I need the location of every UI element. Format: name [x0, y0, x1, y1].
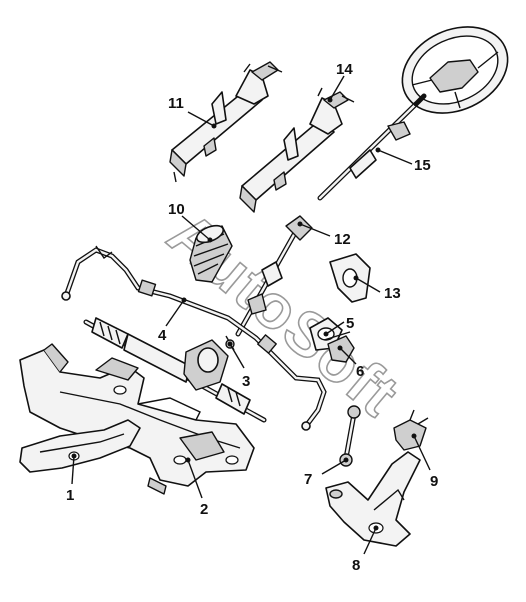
- callout-labels: 1 2 3 4 5 6 7 8 9 10 11 12 13 14 15: [66, 61, 438, 574]
- callout-8: 8: [352, 557, 360, 574]
- lower-control-arm: [325, 451, 421, 547]
- callout-10: 10: [168, 201, 185, 218]
- callout-11: 11: [168, 95, 184, 112]
- steering-wheel: [401, 26, 509, 114]
- callout-1: 1: [66, 487, 74, 504]
- steering-column-left: [169, 61, 283, 183]
- steering-column-right: [239, 87, 355, 213]
- watermark-text: AutoSoft: [155, 199, 412, 430]
- column-bracket: [329, 253, 371, 303]
- callout-3: 3: [242, 373, 250, 390]
- callout-6: 6: [356, 363, 364, 380]
- ball-joint: [393, 409, 429, 451]
- callout-dots: [71, 97, 417, 531]
- callout-7: 7: [304, 471, 312, 488]
- callout-2: 2: [200, 501, 208, 518]
- callout-14: 14: [336, 61, 353, 78]
- watermark: AutoSoft: [154, 198, 413, 431]
- callout-13: 13: [384, 285, 401, 302]
- stabilizer-bar: [61, 245, 327, 431]
- callout-4: 4: [158, 327, 167, 344]
- intermediate-shaft: [235, 215, 313, 337]
- steering-shaft: [317, 93, 427, 201]
- front-crossmember: [19, 343, 255, 495]
- steering-gear: [83, 317, 267, 423]
- callout-5: 5: [346, 315, 354, 332]
- stabilizer-link: [339, 405, 361, 467]
- callout-12: 12: [334, 231, 351, 248]
- front-reinforcement: [19, 419, 141, 473]
- callout-9: 9: [430, 473, 438, 490]
- leader-lines: [71, 75, 431, 555]
- callout-15: 15: [414, 157, 431, 174]
